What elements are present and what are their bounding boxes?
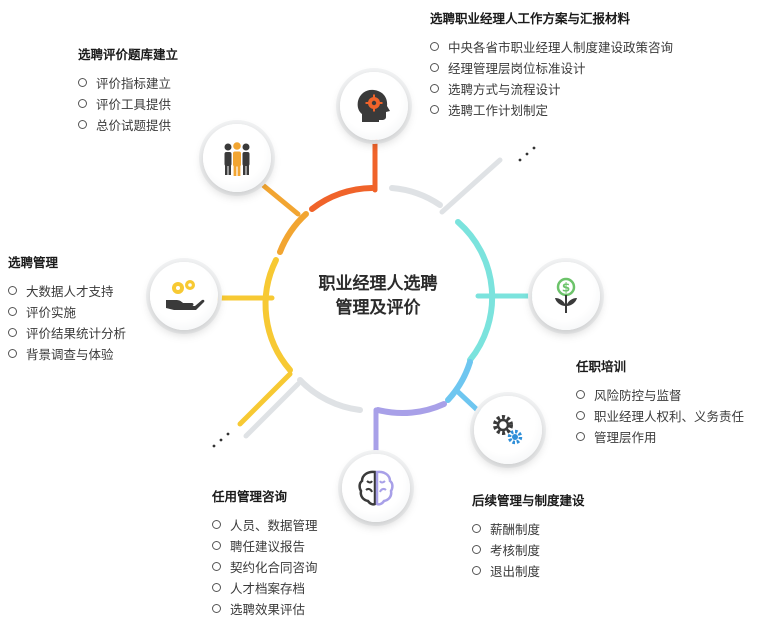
group-bottomright-list: 薪酬制度 考核制度 退出制度 — [472, 519, 585, 582]
list-item: 选聘工作计划制定 — [430, 100, 673, 121]
list-item: 聘任建议报告 — [212, 536, 318, 557]
ring-arc-yellow — [262, 257, 293, 373]
list-item: 管理层作用 — [576, 427, 744, 448]
list-item: 背景调查与体验 — [8, 344, 126, 365]
brain-icon — [358, 470, 394, 506]
group-bottom-title: 任用管理咨询 — [212, 489, 288, 504]
ring-arc-grey-bottom — [297, 377, 363, 413]
connector-topleft — [261, 183, 301, 217]
list-item: 人才档案存档 — [212, 578, 318, 599]
ring-arc-amber — [277, 211, 309, 255]
center-title: 职业经理人选聘 管理及评价 — [298, 272, 458, 320]
icon-circle-right: $ — [532, 262, 600, 330]
group-top-list: 中央各省市职业经理人制度建设政策咨询 经理管理层岗位标准设计 选聘方式与流程设计… — [430, 37, 673, 121]
center-title-line-1: 职业经理人选聘 — [318, 274, 438, 294]
svg-text:$: $ — [562, 281, 570, 295]
icon-circle-bottomright — [474, 396, 542, 464]
list-item: 评价实施 — [8, 302, 126, 323]
list-item: 经理管理层岗位标准设计 — [430, 58, 673, 79]
group-left-title: 选聘管理 — [8, 255, 59, 270]
ring-arc-purple — [375, 401, 447, 417]
connector-bottom-grey-diag — [243, 381, 301, 439]
list-item: 契约化合同咨询 — [212, 557, 318, 578]
ring-arc-grey-top — [389, 185, 443, 208]
list-item: 评价指标建立 — [78, 73, 178, 94]
group-right-title: 任职培训 — [576, 359, 627, 374]
group-bottomright: 后续管理与制度建设 薪酬制度 考核制度 退出制度 — [472, 490, 585, 582]
group-bottom: 任用管理咨询 人员、数据管理 聘任建议报告 契约化合同咨询 人才档案存档 选聘效… — [212, 486, 318, 620]
connector-top-grey-diag — [439, 157, 503, 215]
icon-circle-top — [340, 72, 408, 140]
list-item: 评价工具提供 — [78, 94, 178, 115]
list-item: 选聘效果评估 — [212, 599, 318, 620]
icon-circle-bottom — [342, 454, 410, 522]
list-item: 职业经理人权利、义务责任 — [576, 406, 744, 427]
group-left-list: 大数据人才支持 评价实施 评价结果统计分析 背景调查与体验 — [8, 281, 126, 365]
list-item: 薪酬制度 — [472, 519, 585, 540]
team-people-icon — [224, 142, 250, 176]
group-right-list: 风险防控与监督 职业经理人权利、义务责任 管理层作用 — [576, 385, 744, 448]
ring-arc-orange — [309, 185, 375, 212]
group-bottom-list: 人员、数据管理 聘任建议报告 契约化合同咨询 人才档案存档 选聘效果评估 — [212, 515, 318, 620]
list-item: 风险防控与监督 — [576, 385, 744, 406]
list-item: 人员、数据管理 — [212, 515, 318, 536]
head-gear-icon — [357, 89, 390, 122]
group-bottomright-title: 后续管理与制度建设 — [472, 493, 585, 508]
connector-bottom-yellow-diag — [237, 371, 293, 427]
group-topleft: 选聘评价题库建立 评价指标建立 评价工具提供 总价试题提供 — [78, 44, 178, 136]
icon-circle-left — [150, 262, 218, 330]
group-topleft-list: 评价指标建立 评价工具提供 总价试题提供 — [78, 73, 178, 136]
money-plant-icon: $ — [555, 277, 577, 313]
list-item: 大数据人才支持 — [8, 281, 126, 302]
list-item: 选聘方式与流程设计 — [430, 79, 673, 100]
group-top-title: 选聘职业经理人工作方案与汇报材料 — [430, 11, 631, 26]
group-left: 选聘管理 大数据人才支持 评价实施 评价结果统计分析 背景调查与体验 — [8, 252, 126, 365]
group-top: 选聘职业经理人工作方案与汇报材料 中央各省市职业经理人制度建设政策咨询 经理管理… — [430, 8, 673, 121]
central-ring — [262, 185, 496, 417]
ring-arc-cyan — [455, 219, 496, 363]
list-item: 退出制度 — [472, 561, 585, 582]
dotted-trails — [212, 146, 536, 448]
list-item: 中央各省市职业经理人制度建设政策咨询 — [430, 37, 673, 58]
list-item: 考核制度 — [472, 540, 585, 561]
list-item: 总价试题提供 — [78, 115, 178, 136]
hand-gears-icon — [166, 280, 205, 310]
icon-circle-topleft — [203, 124, 271, 192]
gears-icon — [493, 415, 523, 445]
ring-arc-blue — [445, 359, 473, 403]
list-item: 评价结果统计分析 — [8, 323, 126, 344]
center-title-line-2: 管理及评价 — [335, 298, 421, 318]
group-right: 任职培训 风险防控与监督 职业经理人权利、义务责任 管理层作用 — [576, 356, 744, 448]
group-topleft-title: 选聘评价题库建立 — [78, 47, 179, 62]
